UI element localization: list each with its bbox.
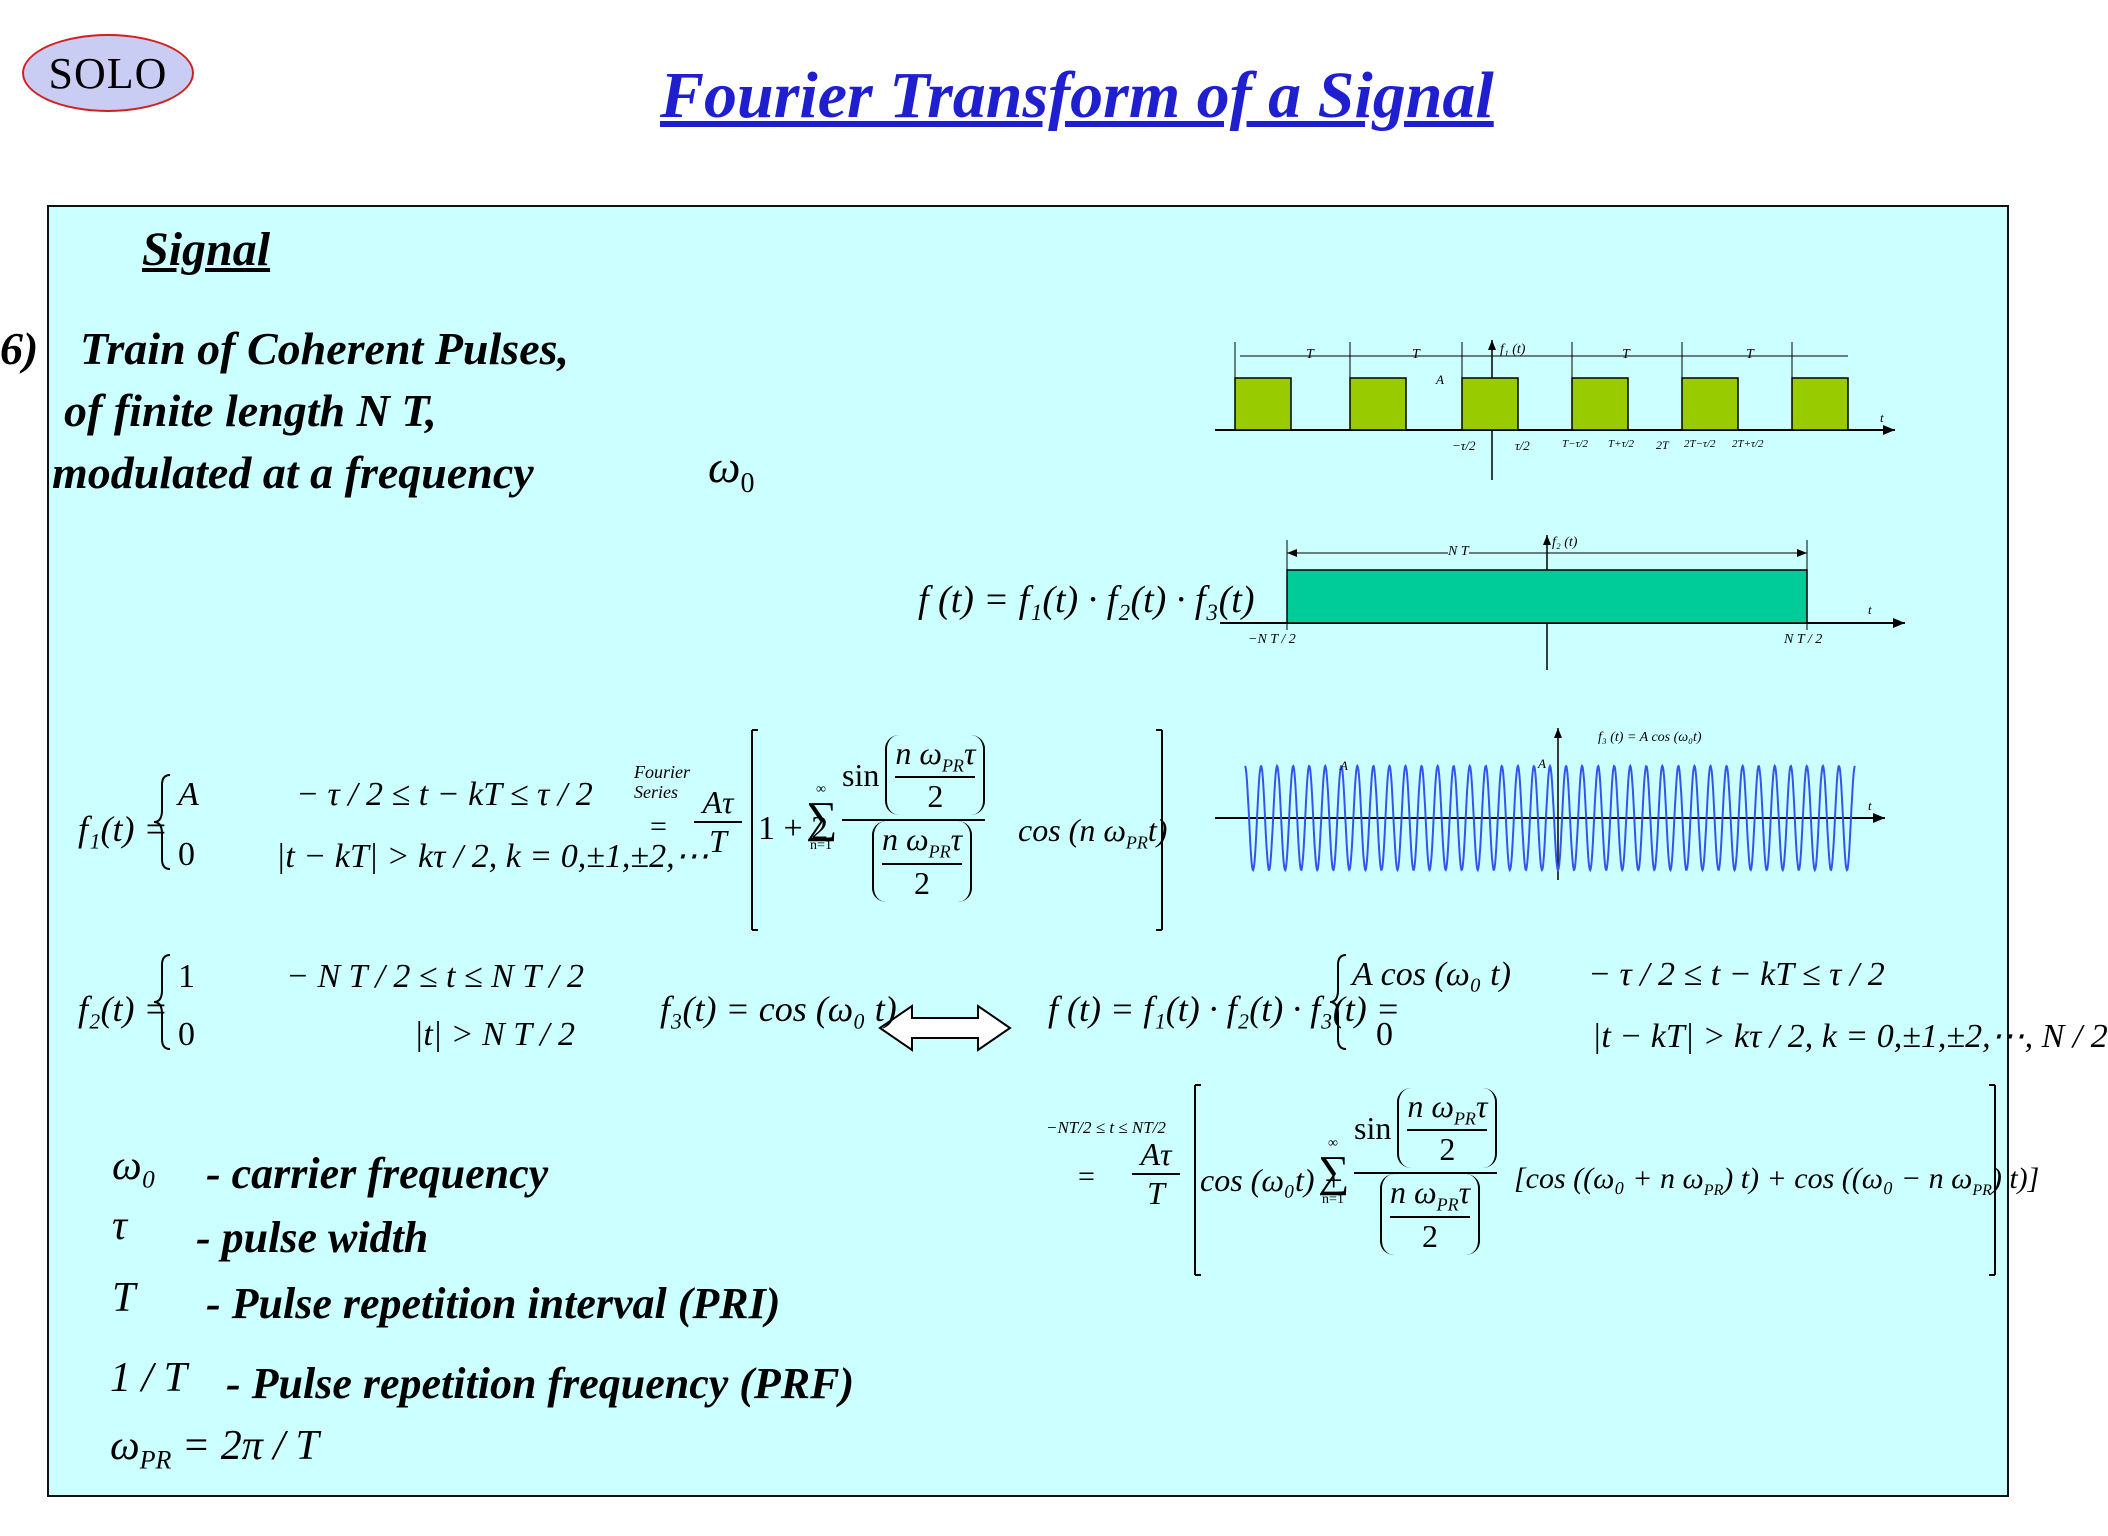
f1-period-label-4: T xyxy=(1746,347,1754,362)
f-product-lhs: f (t) = f₁(t) · f₂(t) · f₃(t) = xyxy=(1048,989,1401,1029)
f1-period-label: T xyxy=(1306,347,1314,362)
f1-graph xyxy=(1215,340,1895,480)
series-coef: Aτ T xyxy=(694,784,742,860)
f-case2-val: 0 xyxy=(1376,1016,1393,1053)
f1-period-label-2: T xyxy=(1412,347,1420,362)
final-sinc: sin n ωPRτ 2 n ωPRτ 2 xyxy=(1354,1088,1498,1255)
def-text-carrier: - carrier frequency xyxy=(206,1149,549,1198)
f2-label: f₂ (t) xyxy=(1552,535,1578,550)
f1-lhs: f₁(t) = xyxy=(78,809,168,849)
def-omega-pr: ωPR = 2π / T xyxy=(110,1423,319,1475)
f1-case2-val: 0 xyxy=(178,836,195,873)
def-text-prf: - Pulse repetition frequency (PRF) xyxy=(226,1359,855,1408)
f-case1-cond: − τ / 2 ≤ t − kT ≤ τ / 2 xyxy=(1588,956,1885,993)
page-title: Fourier Transform of a Signal xyxy=(660,59,1494,132)
final-cos-w0: cos (ω₀t) + xyxy=(1200,1162,1345,1198)
f1-pulse xyxy=(1461,377,1519,431)
def-symbol-tau: τ xyxy=(112,1203,128,1249)
item-line3: modulated at a frequency xyxy=(52,447,534,498)
sum-sign: ∞ ∑ n=1 xyxy=(806,782,838,853)
f1-tick-1: τ/2 xyxy=(1515,438,1530,453)
range-condition: −NT/2 ≤ t ≤ NT/2 xyxy=(1046,1118,1166,1137)
f3-definition: f₃(t) = cos (ω₀ t) xyxy=(660,989,897,1029)
series-cos-term: cos (n ωPRt) xyxy=(1018,812,1168,853)
item-number: 6) xyxy=(0,323,39,374)
item-line1: Train of Coherent Pulses, xyxy=(80,323,570,374)
item-line2: of finite length N T, xyxy=(64,385,437,436)
f1-tick-3: T+τ/2 xyxy=(1608,438,1635,450)
f2-case1-cond: − N T / 2 ≤ t ≤ N T / 2 xyxy=(286,958,585,995)
def-text-pri: - Pulse repetition interval (PRI) xyxy=(206,1279,781,1328)
f3-amp-label-2: A xyxy=(1538,756,1546,771)
f1-tick-2: T−τ/2 xyxy=(1562,438,1589,450)
f1-pulse xyxy=(1349,377,1407,431)
f1-pulse xyxy=(1571,377,1629,431)
f1-pulse xyxy=(1234,377,1292,431)
f2-graph xyxy=(1220,535,1905,670)
def-text-pulse-width: - pulse width xyxy=(196,1213,429,1262)
def-symbol-omega0: ω₀ xyxy=(112,1143,157,1189)
final-equals: = xyxy=(1078,1160,1095,1193)
f1-label: f₁ (t) xyxy=(1500,342,1526,357)
f1-tick-5: 2T−τ/2 xyxy=(1684,438,1716,450)
final-sum-sign: ∞ ∑ n=1 xyxy=(1318,1136,1350,1207)
f-case2-cond: |t − kT| > kτ / 2, k = 0,±1,±2,⋯, N / 2 xyxy=(1592,1018,2108,1055)
final-coef: Aτ T xyxy=(1132,1136,1180,1212)
f-case1-val: A cos (ω₀ t) xyxy=(1352,956,1511,993)
f1-tick-4: 2T xyxy=(1656,438,1669,452)
f2-case2-val: 0 xyxy=(178,1016,195,1053)
logo-badge: SOLO xyxy=(22,34,194,112)
f1-case1-val: A xyxy=(178,776,199,813)
final-cos-sum: [cos ((ω₀ + n ωPR) t) + cos ((ω₀ − n ωPR… xyxy=(1514,1162,2040,1199)
f2-left-label: −N T / 2 xyxy=(1248,632,1296,647)
f3-label: f₃ (t) = A cos (ω₀t) xyxy=(1598,730,1702,745)
f2-right-label: N T / 2 xyxy=(1784,632,1823,647)
f2-case1-val: 1 xyxy=(178,958,195,995)
f1-amp-label: A xyxy=(1436,372,1444,387)
f1-t-label: t xyxy=(1880,410,1884,425)
f2-t-label: t xyxy=(1868,602,1872,617)
f3-graph xyxy=(1215,728,1885,880)
f1-tick-6: 2T+τ/2 xyxy=(1732,438,1764,450)
section-heading: Signal xyxy=(142,223,271,276)
product-equation: f (t) = f₁(t) · f₂(t) · f₃(t) xyxy=(918,579,1255,621)
f1-period-label-3: T xyxy=(1622,347,1630,362)
f1-case1-cond: − τ / 2 ≤ t − kT ≤ τ / 2 xyxy=(296,776,593,813)
brackets xyxy=(153,729,1996,1276)
fourier-equals: = xyxy=(650,810,667,843)
f1-pulse xyxy=(1791,377,1849,431)
series-one-plus-two: 1 + 2 xyxy=(758,810,829,847)
logo-text: SOLO xyxy=(48,48,168,98)
f3-amp-label: A xyxy=(1340,758,1348,773)
def-symbol-T: T xyxy=(112,1275,136,1321)
def-symbol-inv-T: 1 / T xyxy=(110,1355,188,1401)
equivalence-arrow xyxy=(878,1004,1012,1052)
f1-tick-0: −τ/2 xyxy=(1452,438,1476,453)
series-sinc: sin n ωPRτ 2 n ωPRτ 2 xyxy=(842,735,986,902)
f1-case2-cond: |t − kT| > kτ / 2, k = 0,±1,±2,⋯ xyxy=(276,838,709,875)
graphs-layer xyxy=(153,340,1996,1276)
f2-width-label: N T xyxy=(1448,544,1469,560)
f2-case2-cond: |t| > N T / 2 xyxy=(414,1016,576,1053)
f1-pulse xyxy=(1681,377,1739,431)
omega0-symbol: ω0 xyxy=(708,441,755,500)
f2-lhs: f₂(t) = xyxy=(78,989,168,1029)
f3-t-label: t xyxy=(1868,798,1872,813)
